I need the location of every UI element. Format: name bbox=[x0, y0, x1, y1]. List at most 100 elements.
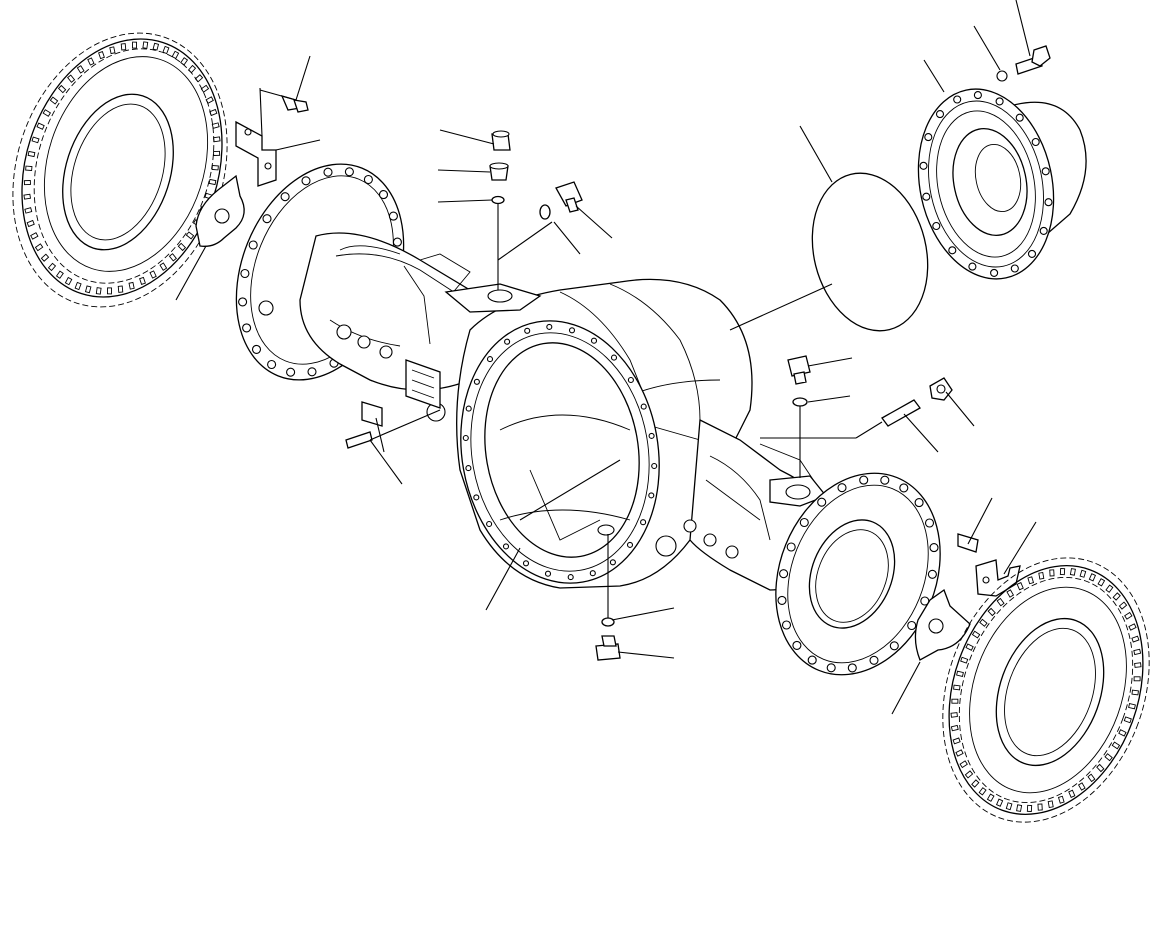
carrier-bolt-hole bbox=[524, 327, 531, 334]
right-hub-cover bbox=[917, 88, 1087, 280]
disc-tooth bbox=[211, 122, 220, 129]
disc-tooth bbox=[40, 253, 50, 262]
carrier-bolt-holes bbox=[462, 323, 658, 581]
carrier-bolt-hole bbox=[568, 327, 576, 334]
disc-tooth bbox=[1079, 569, 1087, 578]
disc-tooth bbox=[84, 285, 92, 294]
flange-bolt-hole bbox=[859, 475, 869, 485]
disc-tooth bbox=[1104, 753, 1113, 762]
disc-tooth bbox=[24, 207, 33, 214]
disc-tooth bbox=[1096, 763, 1105, 773]
stud bbox=[881, 399, 921, 427]
hub-bolt-hole bbox=[922, 192, 931, 201]
right-shim-plate bbox=[914, 588, 971, 661]
disc-tooth bbox=[26, 219, 35, 228]
disc-tooth bbox=[952, 737, 961, 745]
carrier-bolt-hole bbox=[546, 323, 553, 330]
disc-tooth bbox=[159, 262, 168, 271]
disc-tooth bbox=[168, 253, 177, 262]
disc-tooth bbox=[950, 724, 959, 732]
hub-bolt-hole bbox=[1039, 226, 1048, 235]
hub-bolt-hole bbox=[990, 268, 999, 277]
flange-bolt-hole bbox=[344, 167, 354, 177]
disc-tooth bbox=[1068, 789, 1076, 798]
disc-tooth bbox=[87, 57, 95, 66]
disc-tooth bbox=[1097, 578, 1106, 587]
flange-bolt-hole bbox=[307, 367, 317, 377]
breather-plug bbox=[491, 130, 511, 151]
disc-tooth bbox=[955, 749, 964, 757]
disc-tooth bbox=[211, 164, 219, 171]
disc-tooth bbox=[1133, 676, 1141, 682]
disc-tooth bbox=[1131, 635, 1140, 643]
disc-tooth bbox=[152, 42, 160, 51]
disc-tooth bbox=[98, 51, 105, 60]
side-plug bbox=[555, 181, 583, 213]
flange-bolt-hole bbox=[927, 569, 937, 579]
flange-bolt-hole bbox=[837, 483, 847, 493]
disc-tooth bbox=[23, 180, 31, 186]
leader-lines bbox=[175, 0, 1037, 715]
disc-tooth bbox=[1131, 689, 1139, 696]
left-brake-disc-assembly bbox=[12, 32, 228, 308]
carrier-bolt-hole bbox=[640, 519, 647, 526]
hub-bolt-hole bbox=[1027, 249, 1037, 258]
carrier-bolt-hole bbox=[504, 338, 511, 345]
right-axle-flange bbox=[775, 472, 941, 676]
disc-tooth bbox=[959, 760, 968, 769]
drain-washer bbox=[601, 617, 615, 627]
flange-bolt-hole bbox=[799, 517, 809, 528]
disc-tooth bbox=[180, 57, 189, 66]
disc-tooth bbox=[131, 41, 138, 49]
disc-tooth bbox=[1006, 589, 1015, 598]
flange-bolt-hole bbox=[267, 359, 277, 370]
hub-bolt-hole bbox=[1010, 264, 1019, 273]
carrier-bolt-hole bbox=[465, 465, 472, 472]
disc-tooth bbox=[139, 276, 146, 285]
right-top-plug bbox=[787, 355, 811, 385]
o-ring-seal bbox=[811, 172, 929, 332]
disc-tooth bbox=[1038, 571, 1045, 580]
disc-tooth bbox=[117, 285, 124, 293]
hub-bolt bbox=[996, 45, 1051, 82]
label-screw bbox=[345, 431, 373, 449]
disc-tooth bbox=[1118, 601, 1128, 610]
disc-tooth bbox=[1077, 782, 1086, 791]
filler-washer bbox=[491, 195, 505, 205]
flange-bolt-hole bbox=[280, 192, 290, 202]
disc-tooth bbox=[978, 787, 987, 796]
hub-bolt-hole bbox=[995, 97, 1004, 106]
drain-plug bbox=[595, 635, 621, 661]
right-disc-teeth bbox=[950, 568, 1142, 812]
hub-bolt-hole bbox=[1031, 137, 1040, 147]
disc-tooth bbox=[57, 84, 67, 94]
disc-tooth bbox=[1059, 568, 1066, 576]
disc-tooth bbox=[177, 242, 187, 252]
carrier-bolt-hole bbox=[610, 354, 618, 361]
flange-bolt-hole bbox=[363, 174, 373, 185]
carrier-bolt-hole bbox=[651, 462, 658, 470]
disc-tooth bbox=[213, 150, 221, 156]
flange-bolt-hole bbox=[929, 543, 939, 553]
disc-tooth bbox=[1087, 773, 1096, 783]
carrier-bolt-hole bbox=[626, 541, 634, 548]
disc-tooth bbox=[109, 46, 116, 55]
carrier-bolt-hole bbox=[640, 403, 647, 410]
disc-tooth bbox=[23, 193, 31, 200]
flange-bolt-hole bbox=[262, 214, 272, 224]
disc-tooth bbox=[74, 281, 82, 291]
flange-bolt-hole bbox=[286, 367, 296, 377]
right-top-washer bbox=[792, 397, 808, 407]
disc-tooth bbox=[1069, 568, 1076, 576]
flange-bolt-hole bbox=[792, 640, 802, 650]
disc-tooth bbox=[213, 136, 221, 143]
flange-bolt-hole bbox=[779, 569, 789, 579]
right-brake-disc-assembly bbox=[942, 557, 1150, 823]
disc-tooth bbox=[1133, 648, 1142, 656]
flange-bolt-hole bbox=[251, 344, 262, 354]
flange-bolt-hole bbox=[907, 620, 917, 631]
carrier-bolt-hole bbox=[648, 432, 655, 439]
disc-tooth bbox=[95, 287, 102, 295]
disc-tooth bbox=[162, 45, 170, 55]
carrier-bolt-hole bbox=[486, 520, 493, 528]
